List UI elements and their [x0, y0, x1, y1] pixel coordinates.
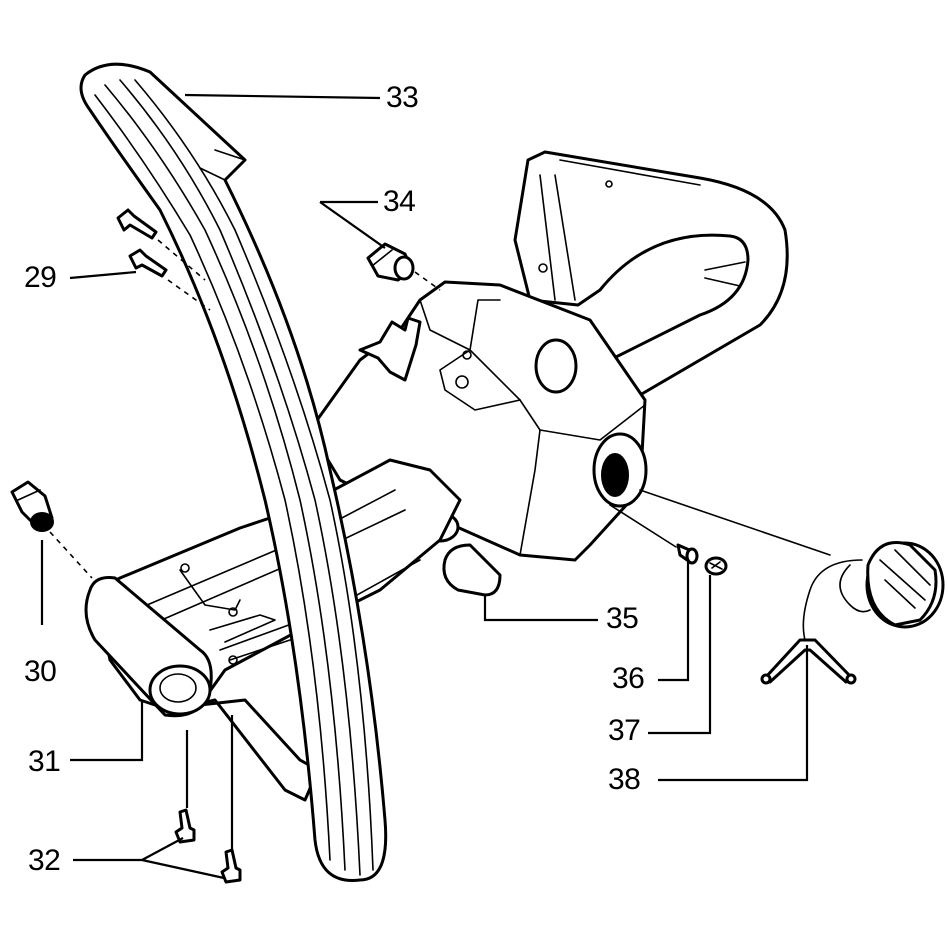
callout-33: 33 [386, 81, 419, 114]
callout-34: 34 [383, 185, 416, 218]
callout-37: 37 [608, 714, 641, 747]
bushing-34 [366, 242, 441, 291]
callout-35: 35 [606, 602, 639, 635]
fuel-cap-38 [639, 489, 945, 685]
callout-30: 30 [24, 655, 57, 688]
screws-32 [174, 715, 242, 884]
callout-38: 38 [608, 763, 641, 796]
callout-32: 32 [28, 844, 61, 877]
damper-30 [10, 480, 93, 579]
callout-36: 36 [612, 662, 645, 695]
screws-29 [116, 208, 211, 311]
parts-36-37 [609, 504, 728, 576]
cap-35 [442, 543, 502, 597]
leader-lines [40, 93, 809, 880]
clamp-cylinder [84, 576, 213, 718]
callout-31: 31 [28, 745, 61, 778]
front-handle-bar [79, 62, 388, 882]
callout-29: 29 [24, 261, 57, 294]
